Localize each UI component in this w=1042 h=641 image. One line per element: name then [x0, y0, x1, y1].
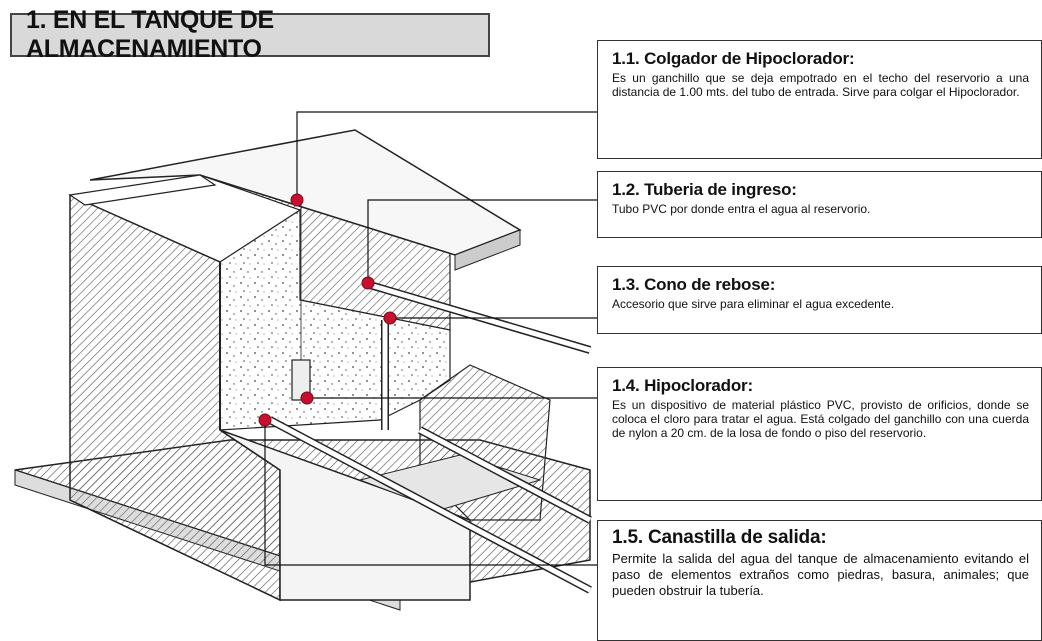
callout-tuberia-ingreso: 1.2. Tuberia de ingreso: Tubo PVC por do…: [597, 171, 1042, 238]
callout-canastilla-salida: 1.5. Canastilla de salida: Permite la sa…: [597, 520, 1042, 641]
callout-heading: 1.1. Colgador de Hipoclorador:: [612, 49, 855, 68]
callout-hipoclorador: 1.4. Hipoclorador: Es un dispositivo de …: [597, 367, 1042, 501]
callout-markers: [258, 193, 397, 427]
callout-text: Permite la salida del agua del tanque de…: [612, 551, 1029, 598]
callout-heading: 1.3. Cono de rebose:: [612, 275, 776, 294]
callout-text: Es un ganchillo que se deja empotrado en…: [612, 71, 1029, 99]
callout-text: Accesorio que sirve para eliminar el agu…: [612, 297, 895, 311]
callout-colgador: 1.1. Colgador de Hipoclorador: Es un gan…: [597, 40, 1042, 159]
callout-cono-rebose: 1.3. Cono de rebose: Accesorio que sirve…: [597, 266, 1042, 334]
callout-heading: 1.4. Hipoclorador:: [612, 376, 753, 395]
callout-text: Es un dispositivo de material plástico P…: [612, 398, 1029, 440]
callout-text: Tubo PVC por donde entra el agua al rese…: [612, 202, 871, 216]
callout-heading: 1.5. Canastilla de salida:: [612, 527, 827, 548]
callout-heading: 1.2. Tuberia de ingreso:: [612, 180, 797, 199]
leader-lines: [264, 111, 597, 566]
